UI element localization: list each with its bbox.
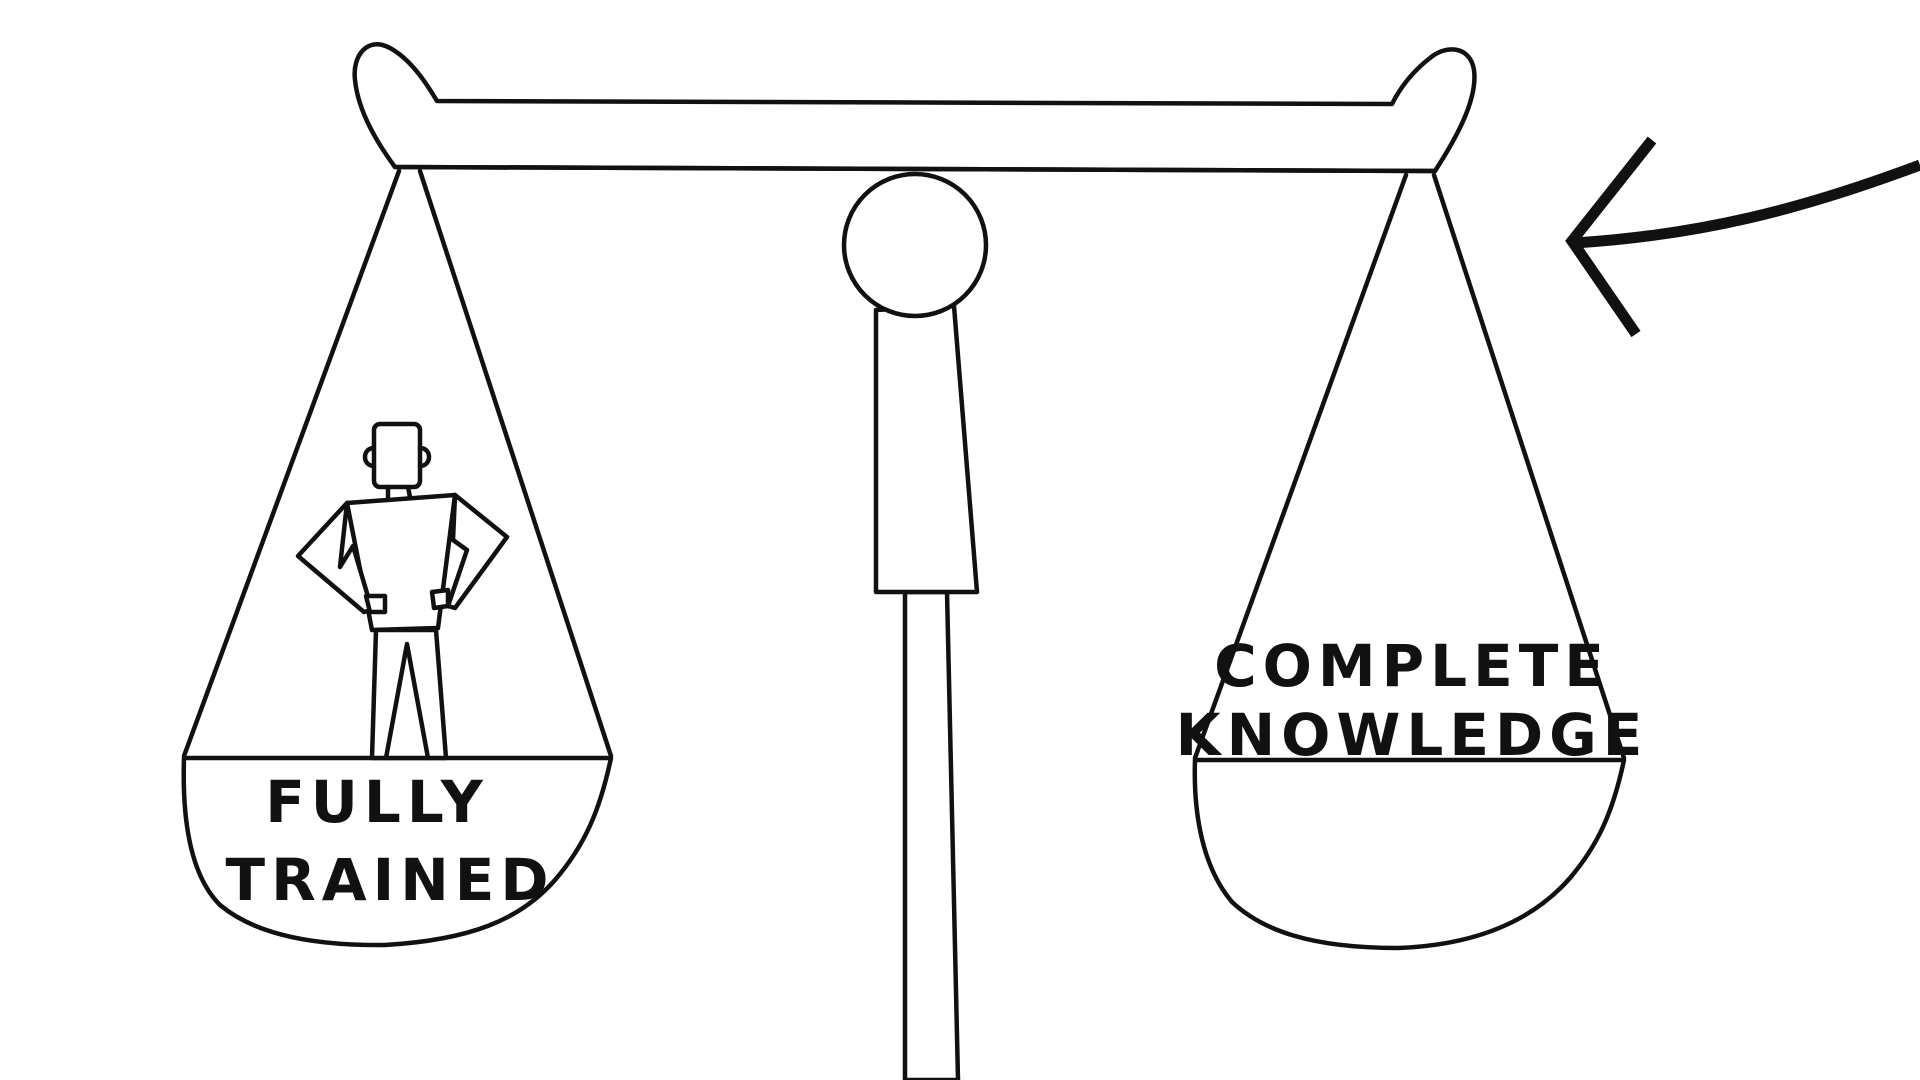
left-pan-string-outer <box>181 168 402 759</box>
scale-pivot-knob <box>841 171 989 319</box>
scale-post <box>841 171 989 1080</box>
left-pan-label-line2: TRAINED <box>226 846 555 914</box>
scale-column-block <box>873 303 980 595</box>
scale-beam-edge <box>392 164 1438 174</box>
scale-beam <box>352 42 1477 174</box>
person-figure <box>295 421 510 761</box>
person-left-hand <box>363 593 388 615</box>
arrow-head <box>1565 136 1657 338</box>
arrow-shaft <box>1574 159 1920 249</box>
right-pan-string-inner <box>1431 172 1627 761</box>
left-pan-string-inner <box>417 168 614 759</box>
scale-beam-bar <box>352 42 1477 174</box>
right-scale-pan: COMPLETE KNOWLEDGE <box>1176 172 1649 951</box>
left-scale-pan: FULLY TRAINED <box>181 168 614 948</box>
person-right-ear <box>417 445 432 469</box>
left-pan-bowl <box>181 755 614 948</box>
right-pan-string-outer <box>1192 172 1409 761</box>
scale-column <box>902 589 961 1080</box>
person-right-hand <box>429 587 451 611</box>
left-pan-label-line1: FULLY <box>265 768 489 836</box>
person-head <box>371 421 423 490</box>
right-pan-label-line2: KNOWLEDGE <box>1176 701 1649 769</box>
right-pan-label-line1: COMPLETE <box>1214 632 1610 700</box>
pointer-arrow-icon <box>1565 136 1920 338</box>
person-right-arm <box>445 492 510 611</box>
right-pan-bowl <box>1192 757 1627 951</box>
person-neck <box>385 484 413 500</box>
person-left-ear <box>362 445 377 469</box>
person-leg-split <box>383 641 431 761</box>
